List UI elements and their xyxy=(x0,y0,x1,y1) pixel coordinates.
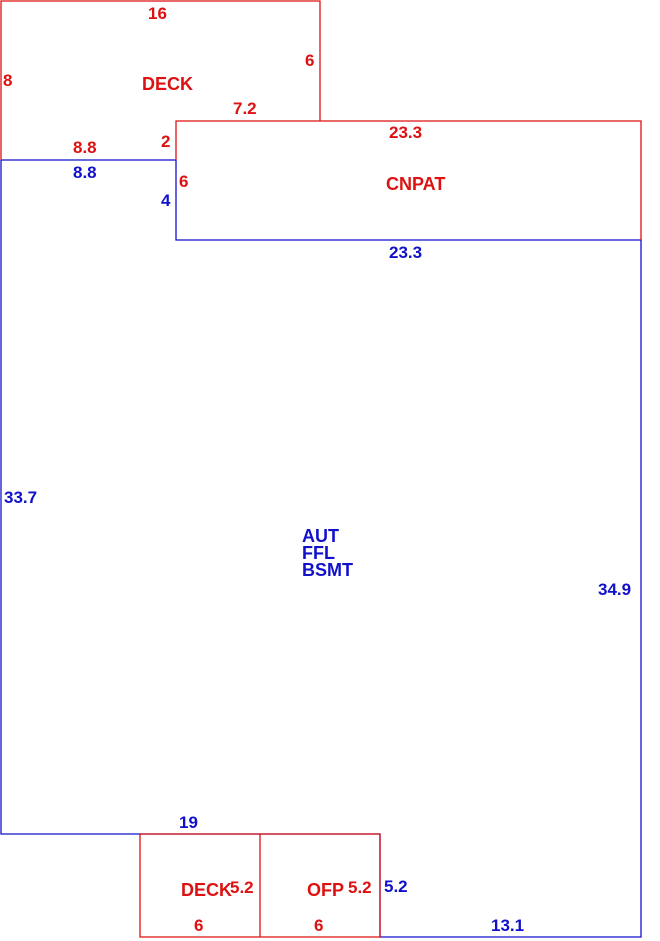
dim-cnpat-top: 23.3 xyxy=(389,123,422,142)
dim-deck-top-bottom-left: 8.8 xyxy=(73,138,97,157)
dim-main-bottom-right: 13.1 xyxy=(491,916,524,935)
dim-main-top-right: 23.3 xyxy=(389,243,422,262)
dim-deck-top-inner-bottom: 7.2 xyxy=(233,99,257,118)
dim-main-step: 4 xyxy=(161,191,171,210)
deck-top-label: DECK xyxy=(142,74,193,94)
dim-deck-top-right: 6 xyxy=(305,51,314,70)
cnpat-outline xyxy=(175,120,642,240)
dim-cnpat-left: 6 xyxy=(179,172,188,191)
dim-main-top-left: 8.8 xyxy=(73,163,97,182)
deck-top-outline xyxy=(0,0,321,160)
dim-main-right: 34.9 xyxy=(598,580,631,599)
cnpat-label: CNPAT xyxy=(386,174,445,194)
dim-deck-top-top: 16 xyxy=(148,4,167,23)
dim-ofp-right-outer: 5.2 xyxy=(384,877,408,896)
dim-deck-top-step: 2 xyxy=(161,132,170,151)
main-area-outline xyxy=(0,159,642,938)
dim-deck-bottom-bottom: 6 xyxy=(194,916,203,935)
dim-main-left: 33.7 xyxy=(4,488,37,507)
bottom-additions-outline xyxy=(139,833,381,938)
dim-deck-bottom-right: 5.2 xyxy=(230,878,254,897)
main-label-line-1: AUT xyxy=(302,526,339,546)
main-label-line-3: BSMT xyxy=(302,560,353,580)
dim-deck-top-left: 8 xyxy=(3,71,12,90)
dim-ofp-right: 5.2 xyxy=(348,878,372,897)
deck-bottom-label: DECK xyxy=(181,880,232,900)
ofp-label: OFP xyxy=(307,880,344,900)
main-label-line-2: FFL xyxy=(302,543,335,563)
dim-main-bottom-left: 19 xyxy=(179,813,198,832)
dim-ofp-bottom: 6 xyxy=(314,916,323,935)
